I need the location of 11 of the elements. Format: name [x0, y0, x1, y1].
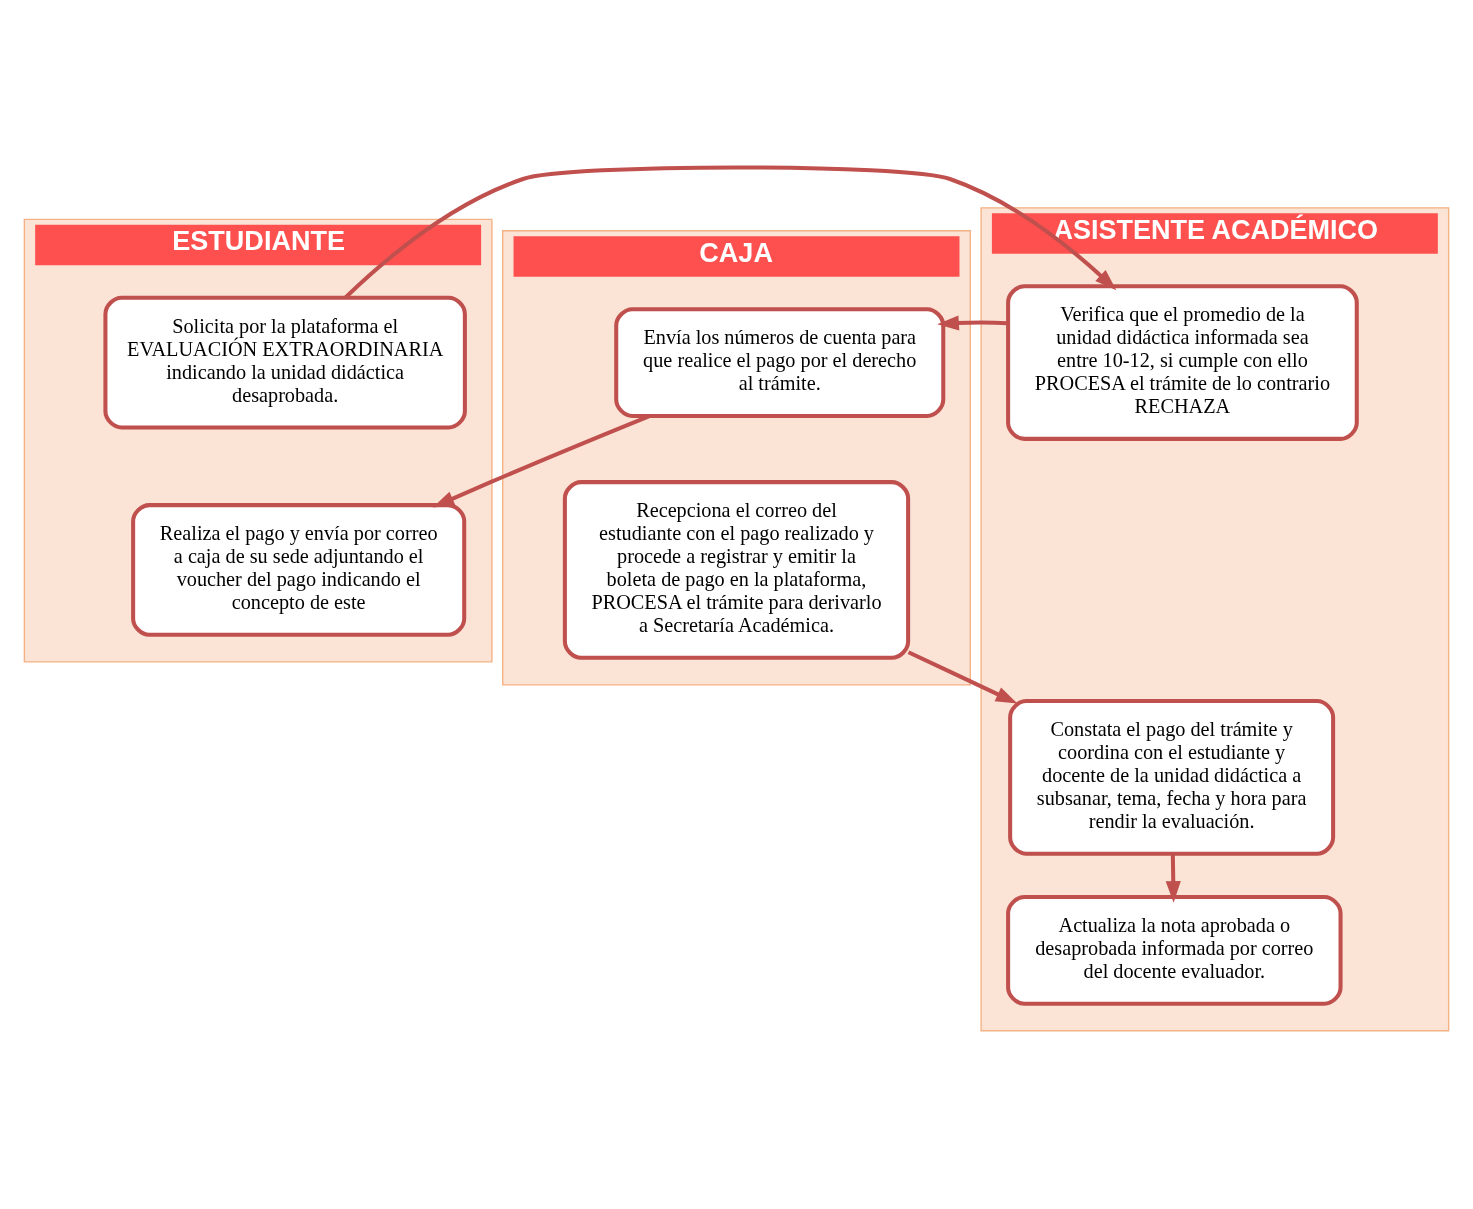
node-box: Verifica que el promedio de la unidad didáctica informada sea entre 10-12, si cumple con ello PROCESA el trámite de lo contrario RECHAZA: [1006, 284, 1359, 441]
node-box: Constata el pago del trámite y coordina con el estudiante y docente de la unidad didáctica a subsanar, tema, fecha y hora para rendir la evaluación.: [1008, 699, 1336, 856]
arrow: [1165, 853, 1181, 903]
node-box: Envía los números de cuenta para que realice el pago por el derecho al trámite.: [614, 307, 946, 418]
node-box: Realiza el pago y envía por correo a caja de su sede adjuntando el voucher del pago indicando el concepto de este: [131, 503, 467, 637]
node-box: Actualiza la nota aprobada o desaprobada informada por correo del docente evaluador.: [1006, 894, 1343, 1006]
node-box: Solicita por la plataforma el EVALUACIÓN EXTRAORDINARIA indicando la unidad didáctica desaprobada.: [103, 295, 467, 430]
node-box: Recepciona el correo del estudiante con el pago realizado y procede a registrar y emitir la boleta de pago en la plataforma, PROCESA el trámite para derivarlo a Secretaría Académica.: [562, 480, 911, 660]
arrow: [907, 650, 1018, 704]
arrow: [344, 165, 1117, 299]
arrow: [937, 315, 1008, 331]
